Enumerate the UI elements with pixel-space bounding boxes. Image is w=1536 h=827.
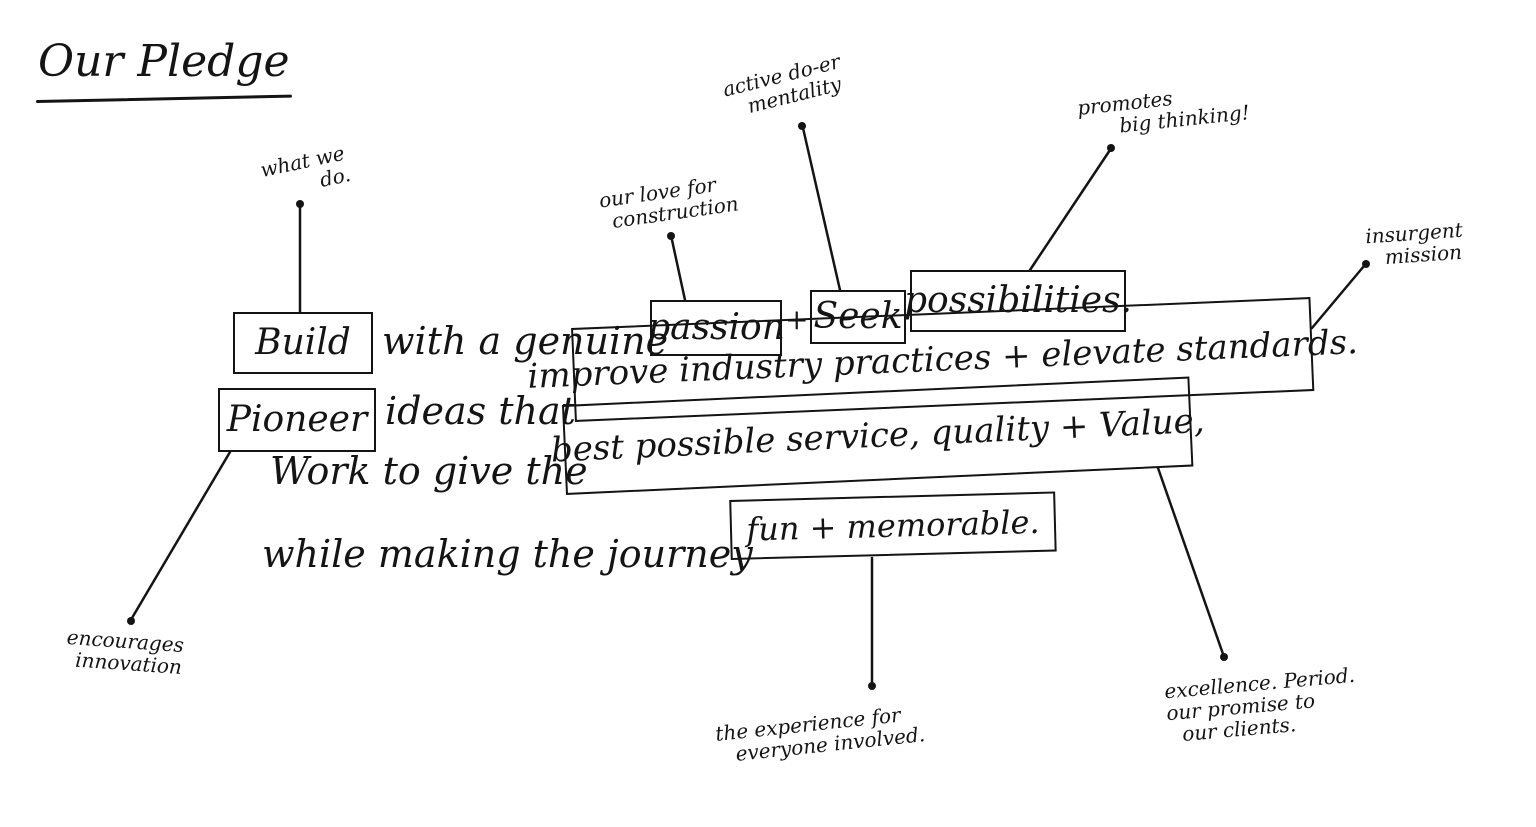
leader-line-passion [670,238,687,302]
box-build: Build [233,312,373,374]
leader-line-value [1156,466,1225,656]
leader-dot-value [1220,653,1228,661]
leader-line-standards [1310,264,1366,330]
leader-dot-seek [798,122,806,130]
leader-line-possibilities [1028,148,1112,272]
leader-dot-passion [667,232,675,240]
text-plus: + [785,303,809,336]
leader-line-seek [801,126,842,292]
leader-line-pioneer [130,450,232,620]
box-fun-memorable: fun + memorable. [729,491,1057,560]
page-title: Our Pledge [38,36,290,87]
box-possibilities: possibilities. [904,270,1132,332]
text-work-to-give: Work to give the [270,449,588,493]
leader-dot-build [296,200,304,208]
annotation-encourages: encourages innovation [66,624,185,680]
box-seek: Seek [810,290,906,344]
box-pioneer: Pioneer [218,388,376,452]
leader-dot-possibilities [1107,144,1115,152]
annotation-insurgent: insurgent mission [1364,217,1464,270]
text-while-making: while making the journey [262,532,753,576]
leader-dot-standards [1362,260,1370,268]
box-passion: passion [647,300,785,356]
leader-dot-pioneer [127,617,135,625]
leader-dot-fun [868,682,876,690]
text-ideas-that: ideas that [385,389,576,433]
text-with-genuine: with a genuine [382,319,669,363]
